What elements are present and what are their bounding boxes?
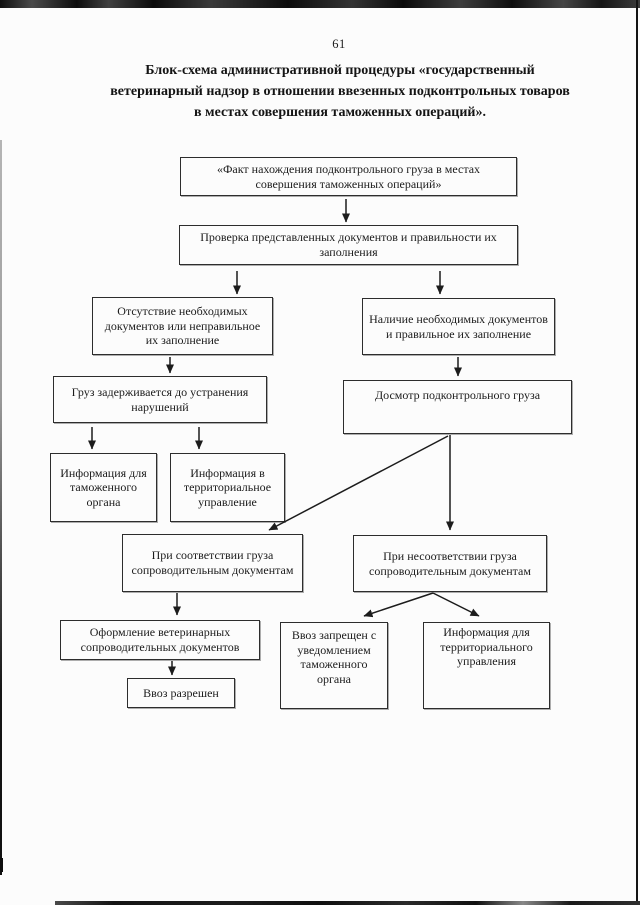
scan-artifact-right-line xyxy=(636,0,638,905)
arrow-mismatch-to-info xyxy=(432,592,480,617)
flow-box-cargo-matches-docs: При соответствии груза сопроводительным … xyxy=(122,534,303,592)
scan-artifact-left-notch xyxy=(0,858,3,872)
page-number: 61 xyxy=(332,37,346,51)
flow-box-fact-location: «Факт нахождения подконтрольного груза в… xyxy=(180,157,517,196)
flow-box-info-territorial-admin: Информация для территориального управлен… xyxy=(423,622,550,709)
scan-artifact-top-bar xyxy=(0,0,640,8)
document-title-line-1: Блок-схема административной процедуры «г… xyxy=(145,63,535,78)
flow-box-cargo-detained: Груз задерживается до устранения нарушен… xyxy=(53,376,267,423)
scan-artifact-left-line xyxy=(0,140,2,875)
flow-box-missing-documents: Отсутствие необходимых документов или не… xyxy=(92,297,273,355)
flow-box-cargo-inspection: Досмотр подконтрольного груза xyxy=(343,380,572,434)
flow-box-documents-present: Наличие необходимых документов и правиль… xyxy=(362,298,555,355)
flow-box-cargo-mismatch-docs: При несоответствии груза сопроводительны… xyxy=(353,535,547,592)
flow-box-vet-docs-issued: Оформление ветеринарных сопроводительных… xyxy=(60,620,260,660)
flow-box-import-allowed: Ввоз разрешен xyxy=(127,678,235,708)
arrow-inspection-to-match xyxy=(268,435,449,531)
document-title-line-2: ветеринарный надзор в отношении ввезенны… xyxy=(110,84,570,99)
arrow-mismatch-to-prohibited xyxy=(363,592,434,618)
document-title-line-3: в местах совершения таможенных операций»… xyxy=(194,105,486,120)
flow-box-check-documents: Проверка представленных документов и пра… xyxy=(179,225,518,265)
document-title: Блок-схема административной процедуры «г… xyxy=(60,60,620,123)
flow-box-info-customs: Информация для таможенного органа xyxy=(50,453,157,522)
scan-artifact-bottom-bar xyxy=(55,901,640,905)
flow-box-import-prohibited: Ввоз запрещен с уведомлением таможенного… xyxy=(280,622,388,709)
flow-box-info-territorial: Информация в территориальное управление xyxy=(170,453,285,522)
